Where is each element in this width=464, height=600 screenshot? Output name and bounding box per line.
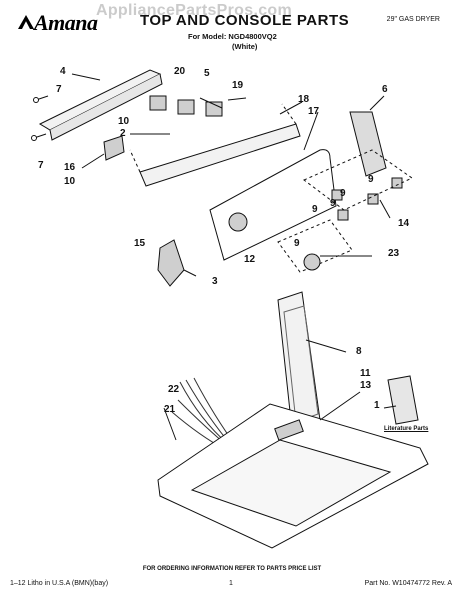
brand-logo: Amana <box>20 10 98 36</box>
callout-5: 5 <box>204 68 210 79</box>
screw-icon <box>33 95 49 103</box>
litho-info: 1–12 Litho in U.S.A (BMN)(bay) <box>10 580 109 587</box>
timer-part <box>103 135 125 161</box>
model-color: (White) <box>232 42 258 51</box>
callout-9a: 9 <box>368 174 374 185</box>
callout-8: 8 <box>356 346 362 357</box>
callout-10: 10 <box>118 116 130 127</box>
callout-7: 7 <box>56 84 62 95</box>
switch-20 <box>149 95 167 111</box>
callout-17: 17 <box>308 106 320 117</box>
knob-14a <box>331 189 343 201</box>
callout-23: 23 <box>388 248 400 259</box>
filter-slot <box>274 419 304 441</box>
callout-11: 11 <box>360 368 371 379</box>
console-backing-plate <box>139 123 301 187</box>
knob-14c <box>391 177 403 189</box>
callout-16: 16 <box>64 162 76 173</box>
callout-9c: 9 <box>312 204 318 215</box>
screw-icon <box>31 133 47 141</box>
callout-9d: 9 <box>294 238 300 249</box>
page-number: 1 <box>229 580 233 587</box>
knob-23 <box>303 253 321 271</box>
callout-7b: 7 <box>38 160 44 171</box>
callout-3: 3 <box>212 276 218 287</box>
literature-book <box>387 375 419 425</box>
callout-10b: 10 <box>64 176 76 187</box>
console-end-3 <box>157 239 185 287</box>
callout-20: 20 <box>174 66 186 77</box>
callout-9b: 9 <box>340 188 346 199</box>
model-number: For Model: NGD4800VQ2 <box>188 32 277 41</box>
page-title: TOP AND CONSOLE PARTS <box>140 12 350 29</box>
dryer-type: 29" GAS DRYER <box>386 16 440 23</box>
callout-22: 22 <box>168 384 180 395</box>
callout-9e: 9 <box>330 198 336 209</box>
callout-1: 1 <box>374 400 380 411</box>
watermark-text: AppliancePartsPros.com <box>96 2 292 19</box>
callout-18: 18 <box>298 94 310 105</box>
callout-15: 15 <box>134 238 146 249</box>
part-number: Part No. W10474772 Rev. A <box>364 580 452 587</box>
ordering-note: FOR ORDERING INFORMATION REFER TO PARTS … <box>142 566 322 572</box>
callout-21: 21 <box>164 404 176 415</box>
knob-14b <box>367 193 379 205</box>
callout-13: 13 <box>360 380 372 391</box>
callout-19: 19 <box>232 80 244 91</box>
callout-6: 6 <box>382 84 388 95</box>
knob-14d <box>337 209 349 221</box>
callout-12: 12 <box>244 254 256 265</box>
literature-parts-label: Literature Parts <box>384 426 429 432</box>
switch-5 <box>177 99 195 115</box>
callout-4: 4 <box>60 66 66 77</box>
callout-2: 2 <box>120 128 126 139</box>
callout-14: 14 <box>398 218 410 229</box>
switch-19 <box>205 101 223 117</box>
rear-panel-bracket <box>38 69 162 131</box>
knob-hole <box>228 212 248 232</box>
console-end-cap <box>349 111 387 177</box>
